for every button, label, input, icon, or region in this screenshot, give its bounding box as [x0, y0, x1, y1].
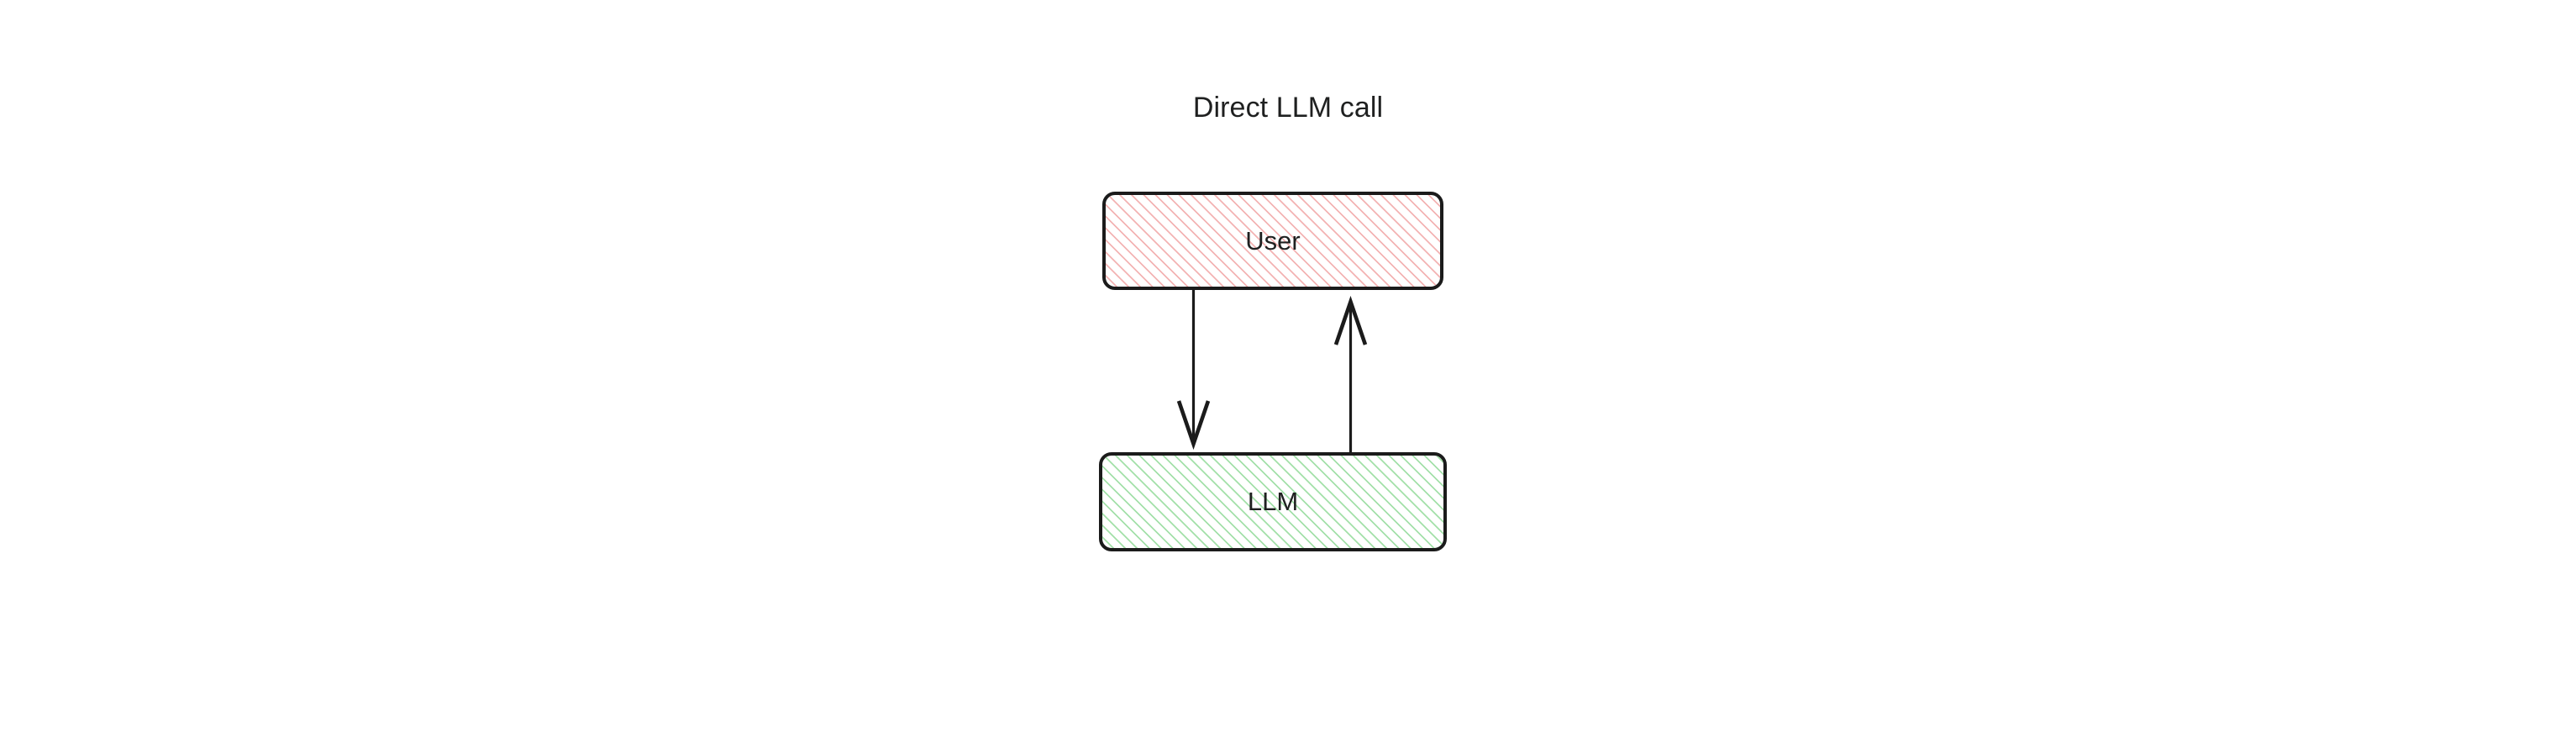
edge-user-to-llm-arrowhead: [1176, 400, 1211, 451]
diagram-title: Direct LLM call: [1192, 92, 1384, 124]
edge-llm-to-user-arrowhead: [1333, 295, 1368, 345]
node-user-label: User: [1245, 225, 1301, 256]
edge-llm-to-user: [1333, 295, 1368, 452]
node-llm[interactable]: LLM: [1099, 452, 1447, 551]
node-user[interactable]: User: [1102, 192, 1443, 290]
node-llm-label: LLM: [1247, 487, 1299, 516]
edge-user-to-llm: [1176, 290, 1211, 451]
